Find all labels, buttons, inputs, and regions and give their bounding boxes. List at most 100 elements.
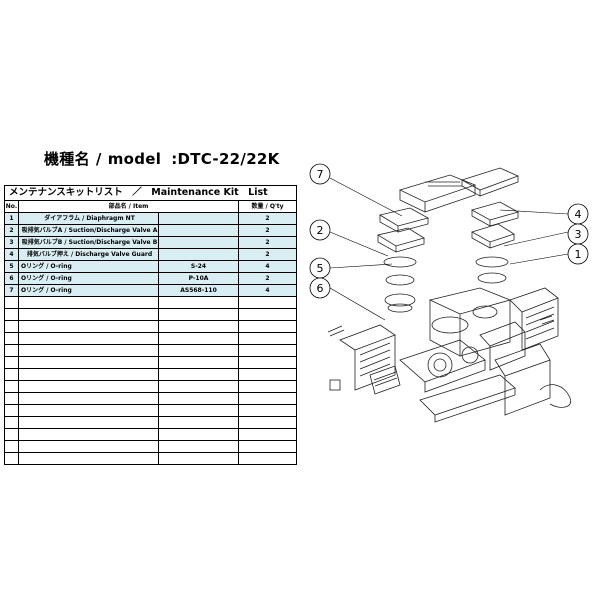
empty-cell: [158, 404, 239, 417]
empty-table-row: [4, 428, 298, 441]
empty-cell: [4, 296, 19, 309]
callout-1-circle: [567, 243, 589, 265]
row-no: 5: [4, 260, 19, 273]
row-item-name: Oリング / O-ring: [18, 284, 159, 297]
row-item-name: ダイアフラム / Diaphragm NT: [18, 212, 159, 225]
empty-cell: [4, 416, 19, 429]
empty-cell: [4, 320, 19, 333]
row-item-name: Oリング / O-ring: [18, 260, 159, 273]
empty-cell: [237, 308, 298, 321]
empty-cell: [158, 368, 239, 381]
empty-cell: [4, 368, 19, 381]
row-qty: 2: [237, 248, 298, 261]
callout-5: 5: [317, 262, 324, 275]
empty-cell: [237, 380, 298, 393]
row-item-name: 吸排気バルブB / Suction/Discharge Valve B: [18, 236, 159, 249]
empty-table-row: [4, 308, 298, 321]
empty-cell: [237, 368, 298, 381]
empty-cell: [158, 332, 239, 345]
empty-cell: [18, 320, 159, 333]
empty-cell: [18, 296, 159, 309]
callout-7: 7: [317, 168, 324, 181]
empty-cell: [18, 380, 159, 393]
empty-cell: [4, 332, 19, 345]
empty-cell: [237, 440, 298, 453]
row-item-spec: [158, 224, 239, 237]
empty-cell: [237, 320, 298, 333]
empty-cell: [237, 296, 298, 309]
callout-1: 1: [575, 248, 582, 261]
empty-cell: [158, 320, 239, 333]
empty-cell: [18, 428, 159, 441]
table-title: メンテナンスキットリスト ／ Maintenance Kit List: [3, 185, 298, 201]
empty-cell: [4, 452, 19, 465]
row-no: 1: [4, 212, 19, 225]
row-item-spec: S-24: [158, 260, 239, 273]
empty-cell: [18, 308, 159, 321]
callout-2-circle: [309, 219, 331, 241]
empty-cell: [18, 332, 159, 345]
row-qty: 2: [237, 224, 298, 237]
model-label-en: model: [107, 150, 162, 168]
row-no: 3: [4, 236, 19, 249]
row-item-name: 吸排気バルブA / Suction/Discharge Valve A: [18, 224, 159, 237]
empty-cell: [18, 404, 159, 417]
empty-cell: [18, 452, 159, 465]
table-title-row: メンテナンスキットリスト ／ Maintenance Kit List: [3, 185, 298, 201]
empty-cell: [237, 392, 298, 405]
row-item-name: 排気バルブ押え / Discharge Valve Guard: [18, 248, 159, 261]
empty-cell: [237, 452, 298, 465]
empty-table-row: [4, 356, 298, 369]
empty-cell: [4, 392, 19, 405]
empty-cell: [158, 416, 239, 429]
empty-cell: [18, 344, 159, 357]
callout-7-circle: [309, 163, 331, 185]
row-item-spec: P-10A: [158, 272, 239, 285]
exploded-view-drawing: 7 2 5 6 4 3 1: [309, 163, 589, 423]
empty-cell: [237, 344, 298, 357]
empty-cell: [4, 344, 19, 357]
empty-cell: [158, 296, 239, 309]
row-qty: 2: [237, 212, 298, 225]
table-header-row: No. 部品名 / Item 数量 / Q'ty: [4, 200, 298, 213]
empty-table-row: [4, 440, 298, 453]
empty-cell: [4, 428, 19, 441]
empty-cell: [158, 440, 239, 453]
empty-table-row: [4, 452, 298, 465]
empty-cell: [18, 368, 159, 381]
empty-cell: [158, 308, 239, 321]
exploded-parts-diagram: 7 2 5 6 4 3 1: [300, 160, 600, 460]
empty-cell: [4, 440, 19, 453]
row-item-spec: [158, 212, 239, 225]
empty-cell: [158, 344, 239, 357]
maintenance-kit-table: メンテナンスキットリスト ／ Maintenance Kit List No. …: [3, 185, 298, 465]
row-item-spec: AS568-110: [158, 284, 239, 297]
empty-table-row: [4, 416, 298, 429]
row-no: 2: [4, 224, 19, 237]
row-item-spec: [158, 248, 239, 261]
model-title: 機種名/model:DTC-22/22K: [44, 148, 280, 169]
empty-table-row: [4, 368, 298, 381]
empty-table-row: [4, 320, 298, 333]
empty-table-row: [4, 404, 298, 417]
empty-cell: [158, 380, 239, 393]
empty-table-row: [4, 392, 298, 405]
empty-cell: [237, 428, 298, 441]
empty-cell: [158, 356, 239, 369]
empty-cell: [237, 404, 298, 417]
empty-cell: [18, 416, 159, 429]
empty-cell: [237, 416, 298, 429]
callout-6-circle: [309, 277, 331, 299]
callout-2: 2: [317, 224, 324, 237]
row-qty: 4: [237, 260, 298, 273]
empty-cell: [158, 428, 239, 441]
empty-cell: [158, 392, 239, 405]
callout-6: 6: [317, 282, 324, 295]
empty-cell: [18, 440, 159, 453]
